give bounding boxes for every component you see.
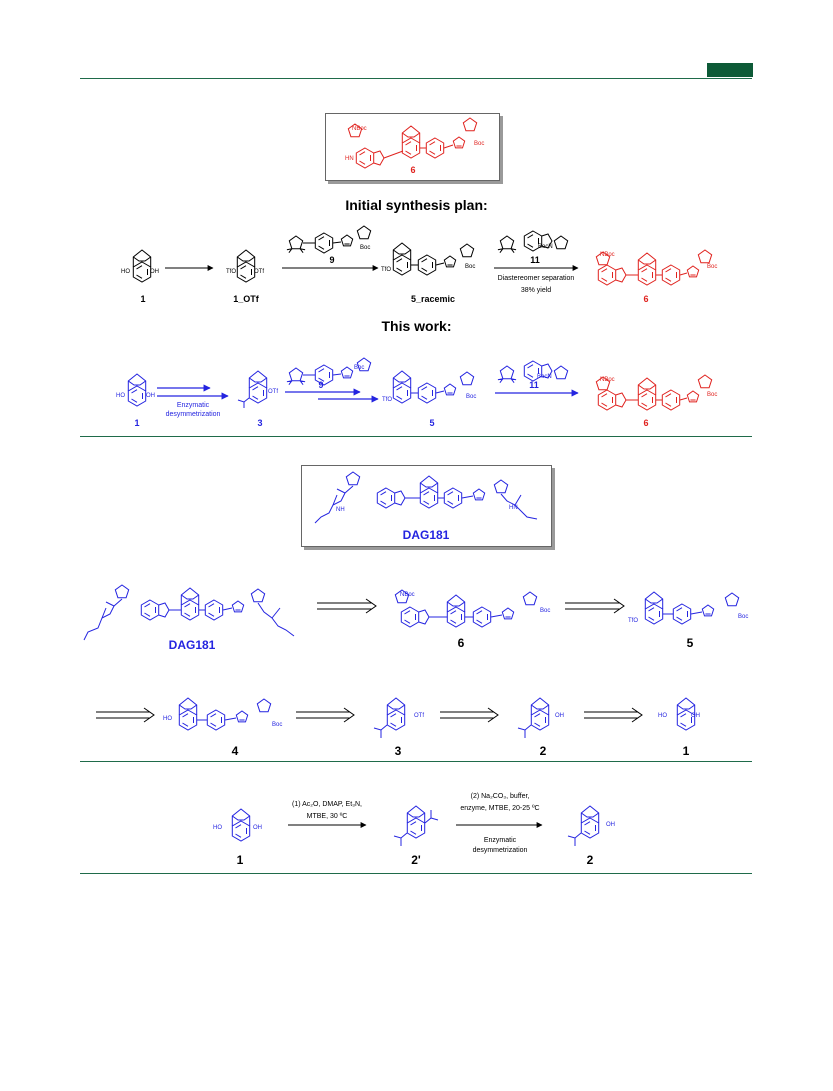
- oh-label: OH: [606, 822, 615, 828]
- boc-label: Boc: [738, 614, 749, 620]
- hn-label: HN: [509, 505, 518, 511]
- boc-label: Boc: [465, 264, 476, 270]
- divider-1: [80, 436, 752, 437]
- boc-label: Boc: [474, 141, 485, 147]
- condition-step2-b: enzyme, MTBE, 20-25 ºC: [460, 805, 540, 812]
- condition-desym-final: desymmetrization: [472, 847, 528, 854]
- compound-2-structure: [517, 688, 576, 738]
- divider-2: [80, 761, 752, 762]
- compound-5racemic-structure: [382, 235, 475, 276]
- compound-label-1-final: 1: [236, 853, 244, 867]
- oh-label: OH: [253, 825, 262, 831]
- compound-5-structure-retro: [628, 580, 740, 625]
- condition-step1-b: MTBE, 30 ºC: [306, 813, 348, 820]
- compound-label-6-top: 6: [410, 165, 416, 175]
- compound-6-structure-top: [347, 117, 478, 181]
- compound-label-2p: 2': [411, 853, 421, 867]
- compound-4-structure: [162, 690, 272, 731]
- nboc-label: NBoc: [600, 252, 615, 258]
- ho-label: HO: [213, 825, 222, 831]
- condition-enzymatic-final: Enzymatic: [483, 837, 517, 844]
- compound-label-1-retro: 1: [682, 744, 690, 758]
- boc-label: Boc: [466, 394, 477, 400]
- compound-label-11-blue: 11: [529, 380, 539, 390]
- compound-label-6-work: 6: [643, 418, 649, 428]
- dag181-label-retro: DAG181: [168, 638, 216, 652]
- ho-label: HO: [121, 269, 130, 275]
- oh-label: OH: [691, 713, 700, 719]
- compound-6-structure-work: [595, 374, 713, 411]
- boc-label: Boc: [540, 608, 551, 614]
- tfo-label: TfO: [381, 267, 391, 273]
- bocn-label: BocN: [538, 244, 553, 250]
- otf-label: OTf: [268, 389, 278, 395]
- compound-label-2-final: 2: [586, 853, 594, 867]
- compound-6-structure-plan: [595, 249, 713, 286]
- compound-label-3-blue: 3: [257, 418, 263, 428]
- tfo-label: TfO: [226, 269, 236, 275]
- compound-6-structure-retro: [394, 589, 538, 628]
- compound-label-2: 2: [539, 744, 547, 758]
- compound-label-5racemic: 5_racemic: [410, 294, 456, 304]
- ho-label: HO: [658, 713, 667, 719]
- compound-label-5-blue: 5: [429, 418, 435, 428]
- condition-enzymatic: Enzymatic: [176, 402, 210, 409]
- compound-2p-structure: [393, 782, 439, 846]
- condition-diastereomer: Diastereomer separation: [497, 275, 575, 282]
- condition-step1-a: (1) Ac₂O, DMAP, Et₃N,: [291, 801, 362, 808]
- ho-label: HO: [163, 716, 172, 722]
- condition-desym: desymmetrization: [165, 411, 221, 418]
- oh-label: OH: [146, 393, 155, 399]
- compound-label-9: 9: [329, 255, 335, 265]
- compound-label-6-plan: 6: [643, 294, 649, 304]
- tfo-label: TfO: [382, 397, 392, 403]
- ho-label: HO: [116, 393, 125, 399]
- compound-3-structure-blue: [237, 365, 288, 408]
- top-rule: [80, 78, 752, 79]
- condition-yield: 38% yield: [520, 287, 552, 294]
- dag181-label-box: DAG181: [402, 528, 450, 542]
- compound-label-9-blue: 9: [318, 380, 324, 390]
- nboc-label: NBoc: [600, 377, 615, 383]
- compound-label-1-blue: 1: [134, 418, 140, 428]
- boc-label: Boc: [707, 264, 718, 270]
- otf-label: OTf: [414, 713, 424, 719]
- tfo-label: TfO: [628, 618, 638, 624]
- otf-label: OTf: [254, 269, 264, 275]
- dag181-structure-retro: [83, 584, 295, 641]
- header-tab: [707, 63, 753, 77]
- heading-this-work: This work:: [381, 318, 452, 334]
- compound-label-3: 3: [394, 744, 402, 758]
- boc-label: Boc: [272, 722, 283, 728]
- condition-step2-a: (2) Na₂CO₃, buffer,: [470, 793, 530, 800]
- compound-2-structure-final: [567, 790, 630, 846]
- compound-label-5-retro: 5: [686, 636, 694, 650]
- reagent-9-structure: [286, 225, 372, 254]
- hn-label: HN: [345, 156, 354, 162]
- boc-label: Boc: [360, 245, 371, 251]
- compound-label-4: 4: [231, 744, 239, 758]
- bocn-label: BocN: [537, 374, 552, 380]
- dag181-structure-box: [314, 471, 538, 524]
- boc-label: Boc: [707, 392, 718, 398]
- heading-initial-plan: Initial synthesis plan:: [345, 197, 488, 213]
- compound-label-1: 1: [140, 294, 146, 304]
- divider-3: [80, 873, 752, 874]
- compound-label-6-retro: 6: [457, 636, 465, 650]
- compound-label-11: 11: [530, 255, 540, 265]
- compound-3-structure: [373, 688, 432, 738]
- compound-5-structure-blue: [382, 363, 475, 404]
- nboc-label: NBoc: [400, 592, 415, 598]
- oh-label: OH: [150, 269, 159, 275]
- reagent-9-structure-blue: [286, 357, 372, 386]
- boc-label: Boc: [354, 365, 365, 371]
- oh-label: OH: [555, 713, 564, 719]
- nh-label: NH: [336, 507, 345, 513]
- compound-label-1otf: 1_OTf: [233, 294, 259, 304]
- boc-label: NBoc: [352, 126, 367, 132]
